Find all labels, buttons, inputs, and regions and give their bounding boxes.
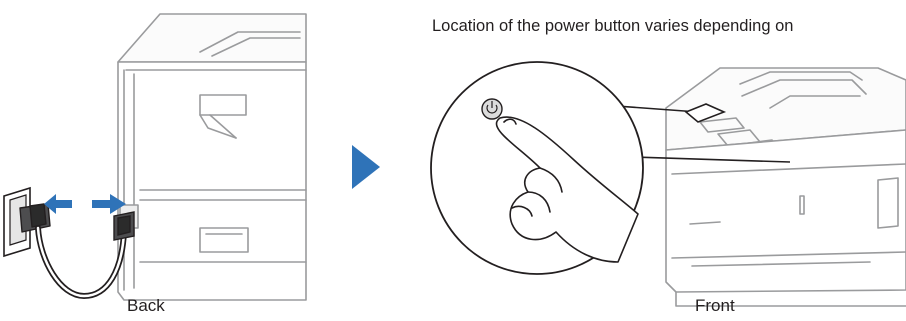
- printer-back-view: [117, 13, 307, 301]
- power-button-location-note: Location of the power button varies depe…: [432, 17, 794, 35]
- wall-plug: [19, 203, 51, 233]
- power-cord: [35, 225, 127, 300]
- front-label: Front: [695, 296, 735, 315]
- insert-arrow-outlet: [44, 194, 72, 214]
- pressing-finger: [495, 116, 639, 263]
- insert-arrow-printer: [92, 194, 126, 214]
- power-icon: [481, 98, 503, 120]
- back-label: Back: [127, 296, 165, 315]
- printer-front-view: [665, 67, 906, 307]
- step-arrow: [352, 145, 380, 189]
- printer-plug: [113, 211, 135, 241]
